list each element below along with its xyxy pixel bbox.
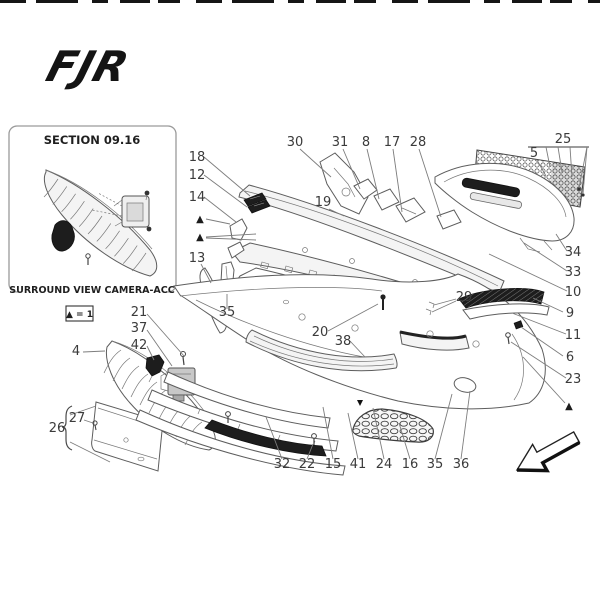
part-screw-21 [180,351,186,366]
inset-screw [85,253,91,265]
inset-camera-cover-black [51,220,75,252]
callout-triangle-right: ▲ [565,401,573,412]
callout-8: 8 [362,135,370,150]
part-bracket-14 [229,218,248,241]
part-clip-6 [513,320,524,330]
callout-23: 23 [565,372,582,387]
callout-36: 36 [453,457,470,472]
callout-triangle-left-1: ▲ [196,214,204,225]
callout-labels: 18 12 14 ▲ ▲ 13 30 31 8 17 28 25 5 19 29… [49,132,582,472]
part-intake-duct-dark [243,192,271,214]
callout-4: 4 [72,344,80,359]
callout-32: 32 [274,457,291,472]
callout-6: 6 [566,350,574,365]
part-lower-trim-dark [204,419,327,457]
callout-17: 17 [384,135,401,150]
part-clip-28 [436,209,462,230]
inset-grille-drawing [43,169,158,277]
callout-35-upper: 35 [219,305,236,320]
callout-26: 26 [49,421,66,436]
callout-31: 31 [332,135,349,150]
callout-10: 10 [565,285,582,300]
part-bracket-17 [395,197,426,223]
part-bracket-8 [373,188,400,211]
callout-18: 18 [189,150,206,165]
part-upper-rail [238,184,505,294]
callout-20: 20 [312,325,329,340]
callout-30: 30 [287,135,304,150]
part-bumper-cover [173,273,546,410]
callout-15: 15 [325,457,342,472]
section-inset: SECTION 09.16 [8,125,177,296]
leader-lines [61,146,589,463]
part-bracket-30 [319,152,369,215]
callout-13: 13 [189,251,206,266]
triangle-marker-on-part [357,400,363,406]
callout-25: 25 [555,132,572,147]
part-screw-23 [505,332,511,345]
callout-14: 14 [189,190,206,205]
callout-16: 16 [402,457,419,472]
part-screw-22 [311,433,317,445]
callout-5: 5 [530,146,538,161]
inset-caption: SURROUND VIEW CAMERA-ACC [9,285,174,296]
callout-29: 29 [456,290,473,305]
part-splitter-strips [135,371,346,476]
callout-38: 38 [335,334,352,349]
callout-28: 28 [410,135,427,150]
part-honeycomb-grille [352,408,434,443]
callout-12: 12 [189,168,206,183]
brand-logo: FJR [41,43,135,92]
callout-24: 24 [376,457,393,472]
part-screw-32 [225,411,231,423]
callout-34: 34 [565,245,582,260]
callout-19: 19 [315,195,332,210]
part-side-cap [434,162,575,253]
part-upper-side-grille [458,288,550,320]
part-clips-29 [425,301,435,316]
callout-33: 33 [565,265,582,280]
callout-11: 11 [565,328,582,343]
callout-21: 21 [131,305,148,320]
inset-title: SECTION 09.16 [44,133,140,147]
callout-35-lower: 35 [427,457,444,472]
direction-arrow-icon [515,430,581,473]
callout-9: 9 [566,306,574,321]
callout-42: 42 [131,338,148,353]
inset-caption-bg [19,284,166,296]
callout-22: 22 [299,457,316,472]
inset-camera-module [91,190,152,232]
callout-27: 27 [69,411,86,426]
callout-37: 37 [131,321,148,336]
part-bolt-20 [380,294,386,310]
legend-text: ▲ = 1 [66,310,93,320]
part-tow-hook-cover [453,377,477,393]
legend-box: ▲ = 1 [65,305,94,322]
part-camera-bracket-42 [145,354,165,383]
callout-triangle-left-2: ▲ [196,232,204,243]
callout-41: 41 [350,457,367,472]
